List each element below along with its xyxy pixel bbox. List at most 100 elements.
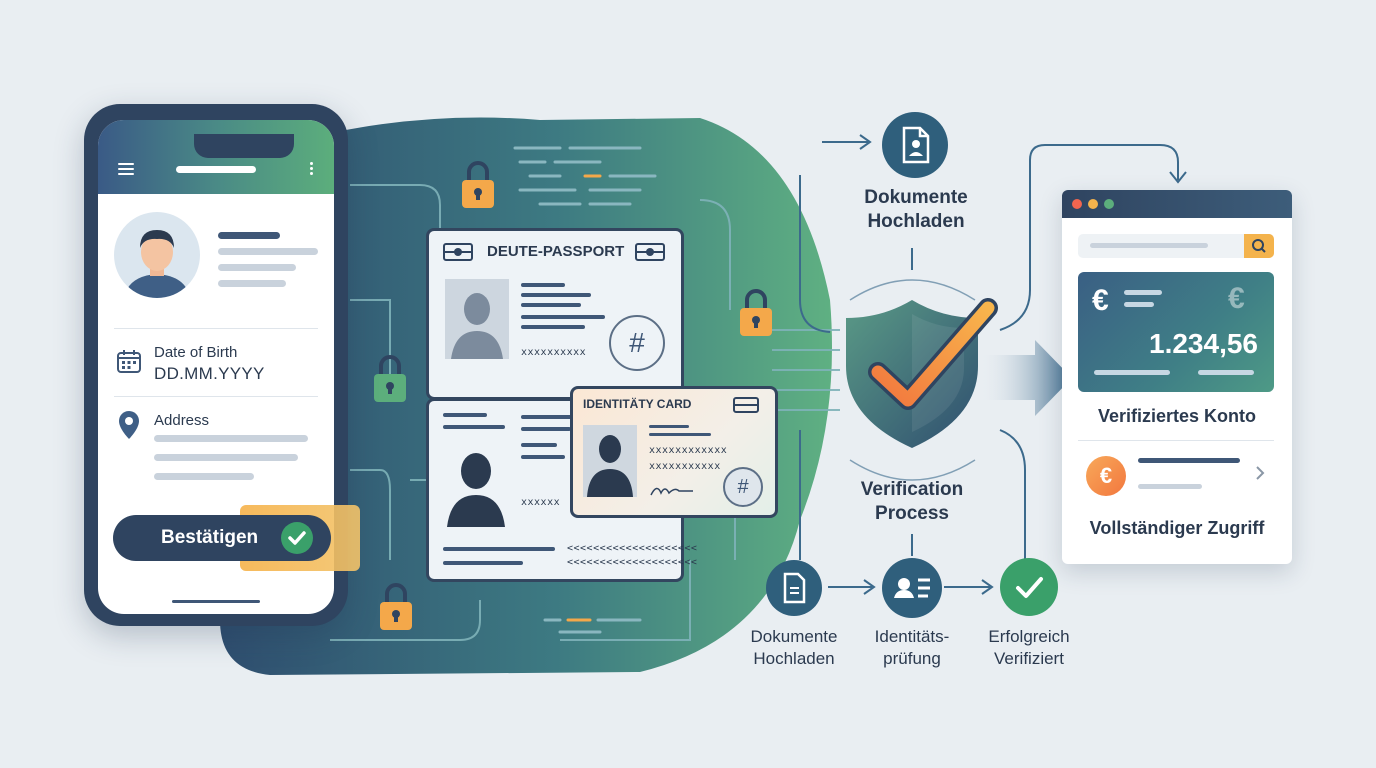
confirm-button-label: Bestätigen <box>161 527 259 548</box>
step-2-label-2: prüfung <box>883 649 941 668</box>
date-of-birth-label: Date of Birth <box>154 344 238 361</box>
passport-title: DEUTE-PASSPORT <box>487 243 625 260</box>
step-2-label-1: Identitäts- <box>874 627 950 646</box>
identity-card-mrz: xxxxxxxxxxx <box>649 461 721 472</box>
profile-line <box>218 280 286 287</box>
passport-line <box>521 455 565 459</box>
calendar-icon <box>117 350 141 373</box>
chip-icon <box>733 397 759 413</box>
address-line <box>154 454 298 461</box>
identity-card-photo <box>583 425 637 497</box>
card-line <box>1198 370 1254 375</box>
profile-name-line <box>218 232 280 239</box>
passport-line <box>521 427 571 431</box>
profile-line <box>218 248 318 255</box>
step-upload-document-icon <box>766 560 822 616</box>
shield-check-icon <box>846 298 998 448</box>
search-button[interactable] <box>1244 234 1274 258</box>
signature-icon <box>650 487 693 496</box>
euro-icon: € <box>1086 456 1126 496</box>
menu-icon[interactable] <box>118 160 134 178</box>
id-line <box>649 433 711 436</box>
account-card[interactable]: € € 1.234,56 <box>1078 272 1274 392</box>
passport-photo <box>445 279 509 359</box>
full-access-label: Vollständiger Zugriff <box>1089 518 1265 538</box>
passport-card: DEUTE-PASSPORT xxxxxxxxxx # <box>426 228 684 400</box>
passport-mrz-short: xxxxxx <box>521 497 561 508</box>
id-line <box>649 425 689 428</box>
minimize-dot[interactable] <box>1088 199 1098 209</box>
passport-line <box>521 415 581 419</box>
confirm-button[interactable]: Bestätigen <box>113 515 331 561</box>
identity-card-mrz: xxxxxxxxxxxx <box>649 445 728 456</box>
profile-line <box>218 264 296 271</box>
banking-browser-window: € € 1.234,56 Verifiziertes Konto € Volls… <box>1062 190 1292 564</box>
search-icon <box>1252 239 1266 253</box>
verification-process-label-2: Process <box>875 503 949 524</box>
app-title-placeholder <box>176 166 256 173</box>
identity-card: IDENTITÄTY CARD xxxxxxxxxxxx xxxxxxxxxxx… <box>570 386 778 518</box>
check-icon <box>281 522 313 554</box>
passport-line <box>521 293 591 297</box>
chip-icon <box>443 243 473 261</box>
passport-line <box>521 283 565 287</box>
chip-icon <box>635 243 665 261</box>
id-badge-icon <box>882 558 942 618</box>
step-1-label-1: Dokumente <box>750 627 838 646</box>
search-placeholder-line <box>1090 243 1208 248</box>
account-line <box>1138 484 1202 489</box>
passport-line <box>443 547 555 551</box>
passport-mrz: xxxxxxxxxx <box>521 347 587 358</box>
euro-icon: € <box>1092 284 1109 317</box>
user-avatar-icon <box>114 212 200 298</box>
browser-title-bar <box>1062 190 1292 218</box>
passport-line <box>443 425 505 429</box>
passport-line <box>521 325 585 329</box>
home-indicator <box>172 600 260 603</box>
lock-icon <box>462 161 494 208</box>
card-line <box>1094 370 1170 375</box>
lock-icon <box>380 583 412 630</box>
address-line <box>154 435 308 442</box>
passport-holder-photo <box>443 441 509 527</box>
location-pin-icon <box>119 411 139 439</box>
card-line <box>1124 302 1154 307</box>
passport-line <box>521 443 557 447</box>
identity-card-seal: # <box>723 467 763 507</box>
passport-mrz-chevrons: <<<<<<<<<<<<<<<<<<<< <box>567 543 698 554</box>
passport-line <box>443 561 523 565</box>
account-line <box>1138 458 1240 463</box>
arrow-right-icon <box>980 340 1072 416</box>
verified-account-label: Verifiziertes Konto <box>1097 406 1257 426</box>
verification-process-label-1: Verification <box>860 479 964 500</box>
divider <box>114 328 318 329</box>
passport-line <box>443 413 487 417</box>
passport-line <box>521 315 605 319</box>
passport-mrz-chevrons: <<<<<<<<<<<<<<<<<<<< <box>567 557 698 568</box>
check-icon <box>1000 558 1058 616</box>
card-line <box>1124 290 1162 295</box>
browser-search-field[interactable] <box>1078 234 1274 258</box>
date-of-birth-value[interactable]: DD.MM.YYYY <box>154 364 265 383</box>
passport-seal: # <box>609 315 665 371</box>
divider <box>1078 440 1274 441</box>
lock-icon <box>374 355 406 402</box>
account-balance: 1.234,56 <box>1149 328 1258 359</box>
upload-document-icon <box>882 112 948 178</box>
step-3-label-2: Verifiziert <box>994 649 1064 668</box>
passport-line <box>521 303 581 307</box>
address-label: Address <box>154 412 210 429</box>
address-line <box>154 473 254 480</box>
divider <box>114 396 318 397</box>
maximize-dot[interactable] <box>1104 199 1114 209</box>
phone-notch <box>194 134 294 158</box>
close-dot[interactable] <box>1072 199 1082 209</box>
upload-top-label-2: Hochladen <box>867 211 965 232</box>
identity-card-title: IDENTITÄTY CARD <box>583 397 692 411</box>
upload-top-label-1: Dokumente <box>864 187 968 208</box>
chevron-right-icon[interactable] <box>1254 464 1266 482</box>
more-icon[interactable] <box>310 160 314 177</box>
lock-icon <box>740 289 772 336</box>
step-3-label-1: Erfolgreich <box>988 627 1070 646</box>
step-1-label-2: Hochladen <box>753 649 835 668</box>
